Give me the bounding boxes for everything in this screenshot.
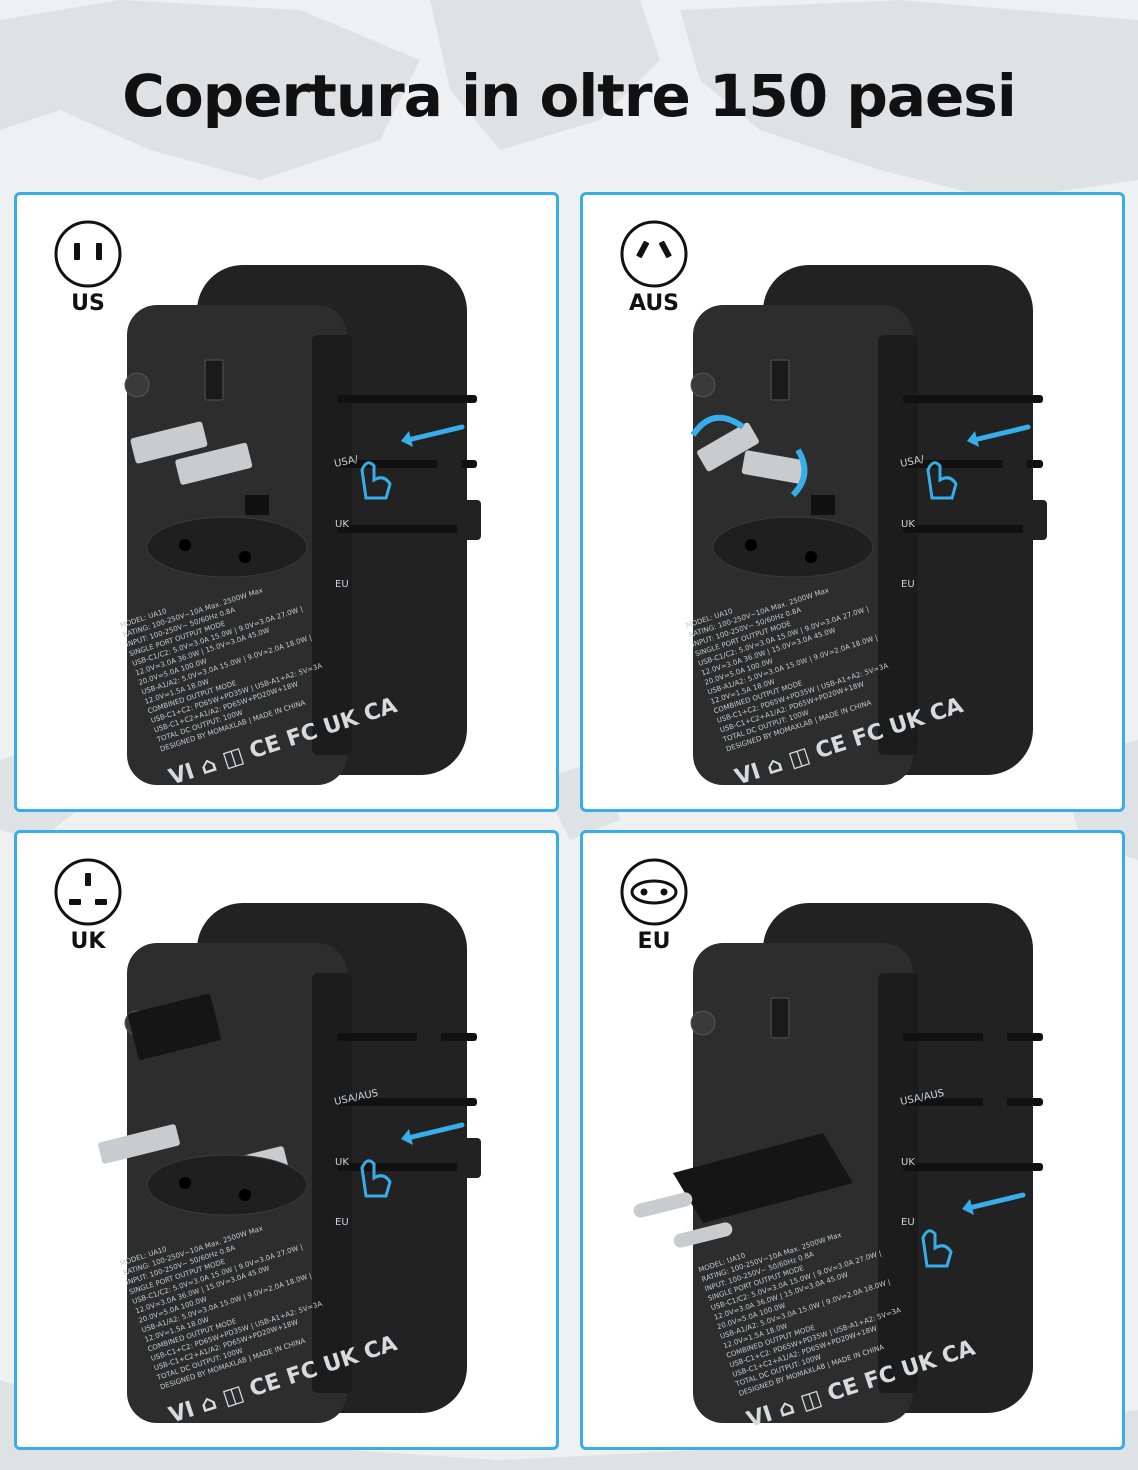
- slider-label-eu: EU: [901, 1217, 915, 1228]
- panel-uk: UK USA/AUS UK EU MODEL: UA10 RATING: 100…: [14, 830, 559, 1450]
- page-title: Copertura in oltre 150 paesi: [122, 62, 1016, 130]
- slider-label-eu: EU: [901, 579, 915, 590]
- slider-label-uk: UK: [335, 519, 349, 530]
- panel-aus: AUS USA/ UK EU MODEL: UA10 RATING: 100-2…: [580, 192, 1125, 812]
- panel-us: US USA/ UK EU MODEL: UA10 RATING: 100-25…: [14, 192, 559, 812]
- slider-label-usa: USA/: [899, 454, 925, 470]
- us-plug-pins: [130, 421, 253, 485]
- slider-label-eu: EU: [335, 1217, 349, 1228]
- us-socket-icon: [54, 220, 122, 288]
- socket-label-aus: AUS: [628, 291, 680, 316]
- travel-adapter-aus: USA/ UK EU MODEL: UA10 RATING: 100-250V~…: [685, 265, 1047, 791]
- panel-eu: EU USA/AUS UK EU MODEL: UA10 RATING: 100…: [580, 830, 1125, 1450]
- slider-label-eu: EU: [335, 579, 349, 590]
- eu-socket-icon: [620, 858, 688, 926]
- travel-adapter-eu: USA/AUS UK EU MODEL: UA10 RATING: 100-25…: [633, 903, 1043, 1433]
- aus-socket-icon: [620, 220, 688, 288]
- slider-label-uk: UK: [901, 1157, 915, 1168]
- uk-socket-icon: [54, 858, 122, 926]
- travel-adapter-uk: USA/AUS UK EU MODEL: UA10 RATING: 100-25…: [98, 903, 481, 1429]
- slider-label-usa: USA/: [333, 454, 359, 470]
- socket-label-eu: EU: [637, 929, 671, 954]
- aus-plug-pins: [690, 414, 808, 498]
- slider-label-uk: UK: [335, 1157, 349, 1168]
- socket-label-us: US: [71, 291, 105, 316]
- socket-label-uk: UK: [70, 929, 106, 954]
- travel-adapter-us: USA/ UK EU MODEL: UA10 RATING: 100-250V~…: [119, 265, 481, 791]
- eu-plug-pins: [633, 1133, 853, 1248]
- slider-label-uk: UK: [901, 519, 915, 530]
